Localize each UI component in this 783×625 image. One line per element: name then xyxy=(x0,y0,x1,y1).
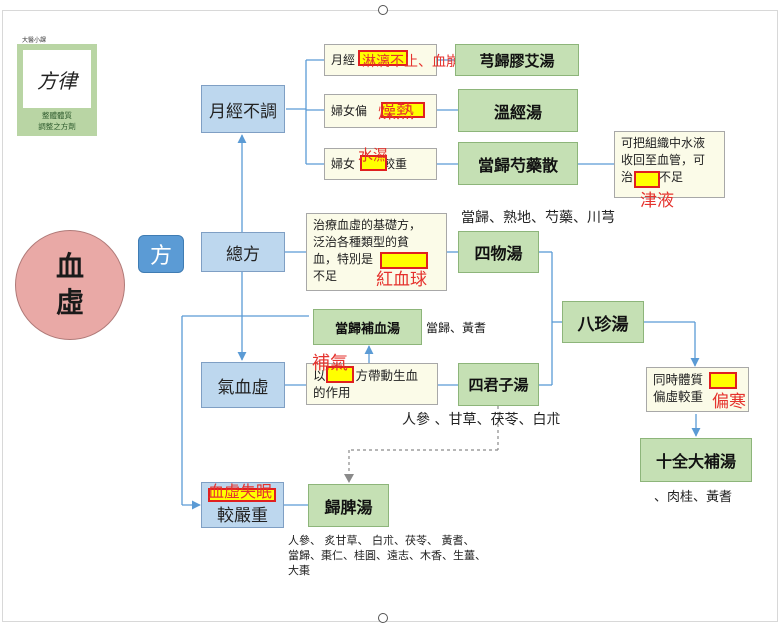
formula-ba-zhen[interactable]: 八珍湯 xyxy=(562,301,644,343)
selection-handle-top[interactable] xyxy=(378,5,388,15)
logo: 方律 整體體質 調整之方劑 xyxy=(17,44,97,136)
logo-mark-frame: 方律 xyxy=(23,50,91,108)
category-general[interactable]: 總方 xyxy=(201,232,285,272)
note-general-line1: 治療血虛的基礎方， xyxy=(313,218,422,232)
highlight-menstrual-3 xyxy=(360,155,387,171)
ingredients-gui-pi: 人參、 炙甘草、 白朮、茯苓、 黃耆、 當歸、棗仁、桂圓、遠志、木香、生薑、 大… xyxy=(288,533,486,578)
highlight-menstrual-1 xyxy=(358,50,408,66)
note-water-line1: 可把組織中水液 xyxy=(621,136,706,150)
note-water-line3-suffix: 不足 xyxy=(659,170,684,184)
note-qi-line1-prefix: 以 xyxy=(313,368,326,383)
highlight-menstrual-2 xyxy=(381,102,425,118)
answer-qi: 補氣 xyxy=(312,353,348,374)
formula-shi-quan-da-bu[interactable]: 十全大補湯 xyxy=(640,438,752,482)
note-water[interactable]: 可把組織中水液 收回至血管，可 治 不足 xyxy=(614,131,725,198)
ingredients-gui-pi-line1: 人參、 炙甘草、 白朮、茯苓、 黃耆、 xyxy=(288,534,475,547)
logo-subtitle: 整體體質 調整之方劑 xyxy=(17,110,97,132)
root-line1: 血 xyxy=(55,250,84,283)
formula-si-jun-zi[interactable]: 四君子湯 xyxy=(458,363,539,406)
note-body-line2: 偏虛較重 xyxy=(653,389,704,404)
answer-water: 津液 xyxy=(640,191,674,211)
note-general-line4: 不足 xyxy=(313,269,338,283)
note-body-line1: 同時體質 xyxy=(653,372,704,387)
note-water-line3-prefix: 治 xyxy=(621,170,634,184)
answer-general: 紅血球 xyxy=(376,270,427,290)
logo-mark: 方律 xyxy=(37,68,77,93)
formula-xiong-gui-jiao-ai[interactable]: 芎歸膠艾湯 xyxy=(455,44,579,76)
note-general-line2: 泛治各種類型的貧 xyxy=(313,235,410,249)
selection-handle-bottom[interactable] xyxy=(378,613,388,623)
logo-subtitle-line1: 整體體質 xyxy=(42,111,72,120)
note-menstrual-3-text: 婦女 較重 xyxy=(331,156,407,173)
highlight-general xyxy=(380,252,428,269)
note-general-line3: 血，特別是 xyxy=(313,252,374,266)
highlight-body xyxy=(709,372,737,389)
note-menstrual-3-suffix: 較重 xyxy=(383,156,408,171)
category-severe-label: 較嚴重 xyxy=(217,505,268,526)
category-qi-blood[interactable]: 氣血虛 xyxy=(201,362,285,408)
note-qi-line1: 以 方帶動生血 xyxy=(313,367,431,384)
category-menstrual[interactable]: 月經不調 xyxy=(201,85,285,133)
answer-menstrual-3: 水濕 xyxy=(358,146,389,164)
note-qi-line1-suffix: 方帶動生血 xyxy=(355,368,419,383)
ingredients-si-wu: 當歸、熟地、芍藥、川芎 xyxy=(461,210,615,226)
ingredients-bu-xue: 當歸、黃耆 xyxy=(426,321,487,335)
ingredients-shi-quan: 、肉桂、黃耆 xyxy=(654,490,733,505)
formula-si-wu[interactable]: 四物湯 xyxy=(458,231,539,273)
root-node-blood-deficiency[interactable]: 血 虛 xyxy=(15,230,125,340)
formula-gui-pi[interactable]: 歸脾湯 xyxy=(308,484,389,527)
fang-badge[interactable]: 方 xyxy=(138,235,184,273)
note-water-line3: 治 不足 xyxy=(621,169,718,186)
logo-subtitle-line2: 調整之方劑 xyxy=(38,122,76,131)
note-qi-line2: 的作用 xyxy=(313,385,351,400)
formula-wen-jing[interactable]: 溫經湯 xyxy=(458,89,578,132)
note-water-line2: 收回至血管，可 xyxy=(621,153,706,167)
highlight-water xyxy=(634,171,660,188)
formula-dang-gui-shao-yao[interactable]: 當歸芍藥散 xyxy=(458,142,578,185)
answer-severe: 血虛失眠 xyxy=(208,482,273,501)
answer-menstrual-1: 淋漓不止、血崩 xyxy=(362,54,460,70)
ingredients-gui-pi-line3: 大棗 xyxy=(288,564,310,577)
note-menstrual-3-prefix: 婦女 xyxy=(331,156,356,171)
logo-label: 大醫小課 xyxy=(22,37,47,44)
ingredients-si-jun-zi: 人參 、甘草、茯苓、白朮 xyxy=(402,412,561,428)
ingredients-gui-pi-line2: 當歸、棗仁、桂圓、遠志、木香、生薑、 xyxy=(288,549,486,562)
highlight-severe xyxy=(208,488,276,502)
root-line2: 虛 xyxy=(55,286,84,319)
note-menstrual-1-text: 月經 xyxy=(331,52,356,67)
answer-menstrual-2: 燥熱 xyxy=(378,102,414,123)
note-general[interactable]: 治療血虛的基礎方， 泛治各種類型的貧 血，特別是 不足 xyxy=(306,213,447,291)
highlight-qi xyxy=(326,366,354,383)
formula-dang-gui-bu-xue[interactable]: 當歸補血湯 xyxy=(313,309,422,345)
answer-body: 偏寒 xyxy=(712,392,746,412)
note-menstrual-2-text: 婦女偏 xyxy=(331,103,368,118)
